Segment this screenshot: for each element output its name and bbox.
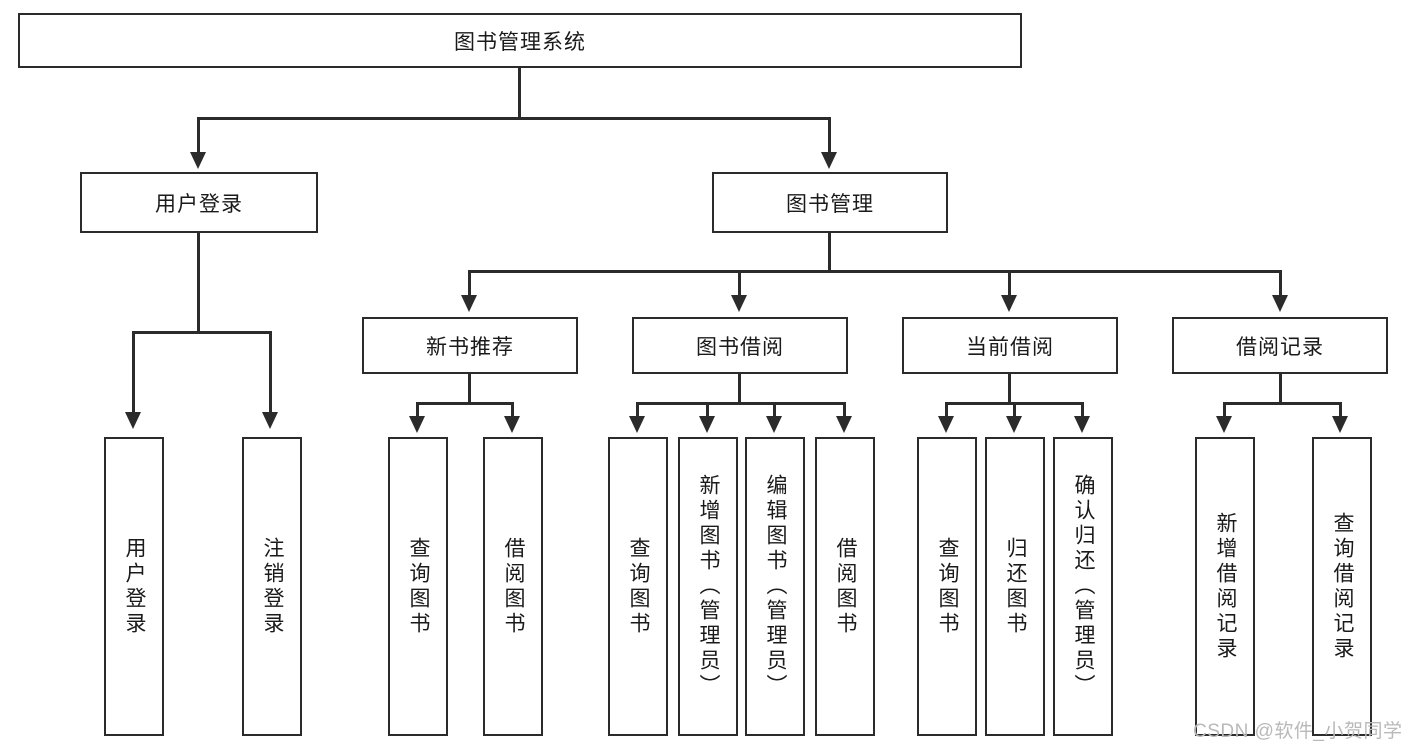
node-label: 图书管理 (786, 192, 874, 216)
arrowhead-book-borrow (731, 295, 747, 312)
node-label: 新书推荐 (426, 335, 514, 359)
connector-root-drop-book (828, 117, 831, 156)
connector-record-drop-2 (1339, 402, 1342, 420)
leaf-label: 查询图书 (936, 536, 960, 637)
leaf-label: 借阅图书 (834, 536, 858, 637)
leaf-label: 注销登录 (261, 536, 285, 637)
node-current-borrow[interactable]: 当前借阅 (902, 317, 1118, 374)
connector-root-bus (197, 117, 831, 120)
leaf-label: 新增借阅记录 (1214, 511, 1238, 662)
node-label: 当前借阅 (966, 335, 1054, 359)
arrowhead-book-manage (821, 152, 837, 169)
node-new-book-recommend[interactable]: 新书推荐 (362, 317, 578, 374)
connector-user-stem (197, 233, 200, 333)
connector-user-drop-2 (269, 331, 272, 416)
leaf-borrow-add-book-admin[interactable]: 新增图书（管理员） (678, 437, 738, 736)
leaf-newbook-borrow-book[interactable]: 借阅图书 (483, 437, 543, 736)
leaf-label: 用户登录 (123, 536, 147, 637)
arrowhead-bb-add (699, 416, 715, 433)
leaf-label: 确认归还（管理员） (1072, 474, 1096, 699)
node-label: 图书管理系统 (454, 30, 586, 54)
node-book-management[interactable]: 图书管理 (712, 172, 948, 233)
arrowhead-current-borrow (1001, 295, 1017, 312)
connector-bookborrow-drop-1 (636, 402, 639, 420)
connector-root-stem (518, 68, 521, 119)
connector-newbook-stem (468, 374, 471, 404)
node-root-system[interactable]: 图书管理系统 (18, 13, 1022, 68)
arrowhead-rec-query (1332, 416, 1348, 433)
connector-current-stem (1008, 374, 1011, 404)
connector-current-drop-3 (1081, 402, 1084, 420)
connector-bookborrow-drop-3 (773, 402, 776, 420)
arrowhead-cur-return (1006, 416, 1022, 433)
connector-user-drop-1 (132, 331, 135, 416)
arrowhead-leaf-logout (262, 412, 278, 429)
connector-level2-drop-1 (468, 270, 471, 299)
connector-level2-drop-2 (738, 270, 741, 299)
connector-newbook-drop-1 (416, 402, 419, 420)
connector-book-stem (828, 233, 831, 272)
arrowhead-bb-edit (766, 416, 782, 433)
connector-current-drop-1 (945, 402, 948, 420)
leaf-record-query-record[interactable]: 查询借阅记录 (1312, 437, 1372, 736)
leaf-newbook-query-book[interactable]: 查询图书 (388, 437, 448, 736)
connector-record-bus (1223, 402, 1342, 405)
connector-bookborrow-stem (738, 374, 741, 404)
leaf-logout[interactable]: 注销登录 (242, 437, 302, 736)
leaf-borrow-query-book[interactable]: 查询图书 (608, 437, 668, 736)
connector-record-stem (1279, 374, 1282, 404)
arrowhead-new-book-rec (461, 295, 477, 312)
node-label: 借阅记录 (1236, 335, 1324, 359)
node-label: 用户登录 (155, 192, 243, 216)
connector-user-bus (132, 331, 270, 334)
arrowhead-bb-borrow (836, 416, 852, 433)
connector-level2-drop-4 (1279, 270, 1282, 299)
leaf-current-confirm-return-admin[interactable]: 确认归还（管理员） (1053, 437, 1113, 736)
connector-bookborrow-bus (636, 402, 844, 405)
connector-current-drop-2 (1013, 402, 1016, 420)
arrowhead-user-login (190, 152, 206, 169)
arrowhead-cur-confirm (1074, 416, 1090, 433)
connector-record-drop-1 (1223, 402, 1226, 420)
leaf-label: 借阅图书 (502, 536, 526, 637)
leaf-label: 查询图书 (627, 536, 651, 637)
leaf-current-return-book[interactable]: 归还图书 (985, 437, 1045, 736)
connector-bookborrow-drop-4 (843, 402, 846, 420)
arrowhead-rec-add (1216, 416, 1232, 433)
leaf-label: 查询借阅记录 (1331, 511, 1355, 662)
csdn-watermark: CSDN @软件_小贺同学 (1193, 716, 1402, 743)
leaf-current-query-book[interactable]: 查询图书 (917, 437, 977, 736)
arrowhead-newbook-borrow (504, 416, 520, 433)
connector-bookborrow-drop-2 (706, 402, 709, 420)
leaf-label: 新增图书（管理员） (697, 474, 721, 699)
connector-level2-bus (468, 270, 1282, 273)
arrowhead-bb-query (629, 416, 645, 433)
connector-newbook-bus (416, 402, 514, 405)
arrowhead-cur-query (938, 416, 954, 433)
arrowhead-newbook-query (409, 416, 425, 433)
connector-root-drop-user (197, 117, 200, 156)
watermark-text: CSDN @软件_小贺同学 (1193, 721, 1403, 742)
node-borrow-record[interactable]: 借阅记录 (1172, 317, 1388, 374)
arrowhead-leaf-user-login (125, 412, 141, 429)
leaf-label: 归还图书 (1004, 536, 1028, 637)
node-user-login[interactable]: 用户登录 (80, 172, 318, 233)
connector-newbook-drop-2 (511, 402, 514, 420)
node-label: 图书借阅 (696, 335, 784, 359)
connector-level2-drop-3 (1008, 270, 1011, 299)
arrowhead-borrow-record (1272, 295, 1288, 312)
node-book-borrow[interactable]: 图书借阅 (632, 317, 848, 374)
leaf-borrow-borrow-book[interactable]: 借阅图书 (815, 437, 875, 736)
leaf-borrow-edit-book-admin[interactable]: 编辑图书（管理员） (745, 437, 805, 736)
leaf-user-login[interactable]: 用户登录 (104, 437, 164, 736)
leaf-label: 查询图书 (407, 536, 431, 637)
leaf-record-add-record[interactable]: 新增借阅记录 (1195, 437, 1255, 736)
leaf-label: 编辑图书（管理员） (764, 474, 788, 699)
